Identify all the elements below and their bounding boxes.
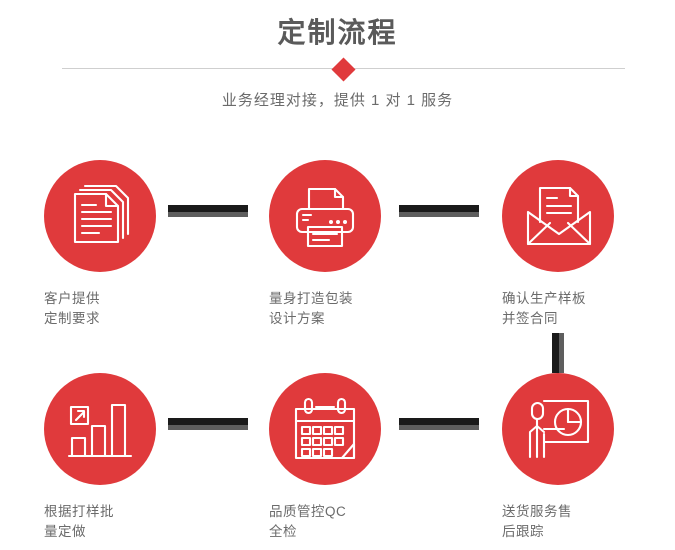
bar-chart-growth-icon	[67, 396, 133, 462]
connector-step-2-to-3	[399, 205, 479, 217]
open-envelope-icon	[524, 182, 592, 250]
page-title: 定制流程	[277, 17, 398, 48]
step-6-label: 送货服务售 后跟踪	[502, 504, 572, 539]
connector-bar-dark	[552, 333, 559, 373]
connector-bar-gray	[168, 212, 248, 217]
section-divider	[62, 56, 625, 82]
calendar-icon	[291, 396, 359, 462]
step-4-icon-circle	[44, 373, 156, 485]
step-3-label: 确认生产样板 并签合同	[502, 291, 586, 326]
process-step-2[interactable]: 量身打造包装 设计方案	[269, 160, 399, 329]
connector-step-1-to-2	[168, 205, 248, 217]
connector-bar-dark	[168, 205, 248, 212]
diamond-icon	[331, 56, 356, 82]
connector-step-5-to-6	[399, 418, 479, 430]
step-1-icon-circle	[44, 160, 156, 272]
printer-icon	[291, 182, 359, 250]
process-step-4[interactable]: 根据打样批 量定做	[44, 373, 174, 542]
connector-bar-gray	[399, 212, 479, 217]
connector-bar-gray	[399, 425, 479, 430]
documents-stack-icon	[66, 182, 134, 250]
step-4-label: 根据打样批 量定做	[44, 504, 114, 539]
process-step-5[interactable]: 品质管控QC 全检	[269, 373, 399, 542]
connector-bar-gray	[559, 333, 564, 373]
connector-step-4-to-5	[168, 418, 248, 430]
step-1-label: 客户提供 定制要求	[44, 291, 100, 326]
step-3-icon-circle	[502, 160, 614, 272]
connector-step-3-to-6	[552, 333, 564, 373]
step-2-icon-circle	[269, 160, 381, 272]
process-step-3[interactable]: 确认生产样板 并签合同	[502, 160, 632, 329]
step-2-label: 量身打造包装 设计方案	[269, 291, 353, 326]
step-6-icon-circle	[502, 373, 614, 485]
connector-bar-gray	[168, 425, 248, 430]
step-5-icon-circle	[269, 373, 381, 485]
connector-bar-dark	[168, 418, 248, 425]
page-subtitle: 业务经理对接，提供 1 对 1 服务	[221, 92, 454, 109]
step-5-label: 品质管控QC 全检	[269, 504, 347, 539]
connector-bar-dark	[399, 418, 479, 425]
presentation-person-pie-chart-icon	[524, 396, 592, 462]
connector-bar-dark	[399, 205, 479, 212]
process-step-6[interactable]: 送货服务售 后跟踪	[502, 373, 632, 542]
process-step-1[interactable]: 客户提供 定制要求	[44, 160, 174, 329]
